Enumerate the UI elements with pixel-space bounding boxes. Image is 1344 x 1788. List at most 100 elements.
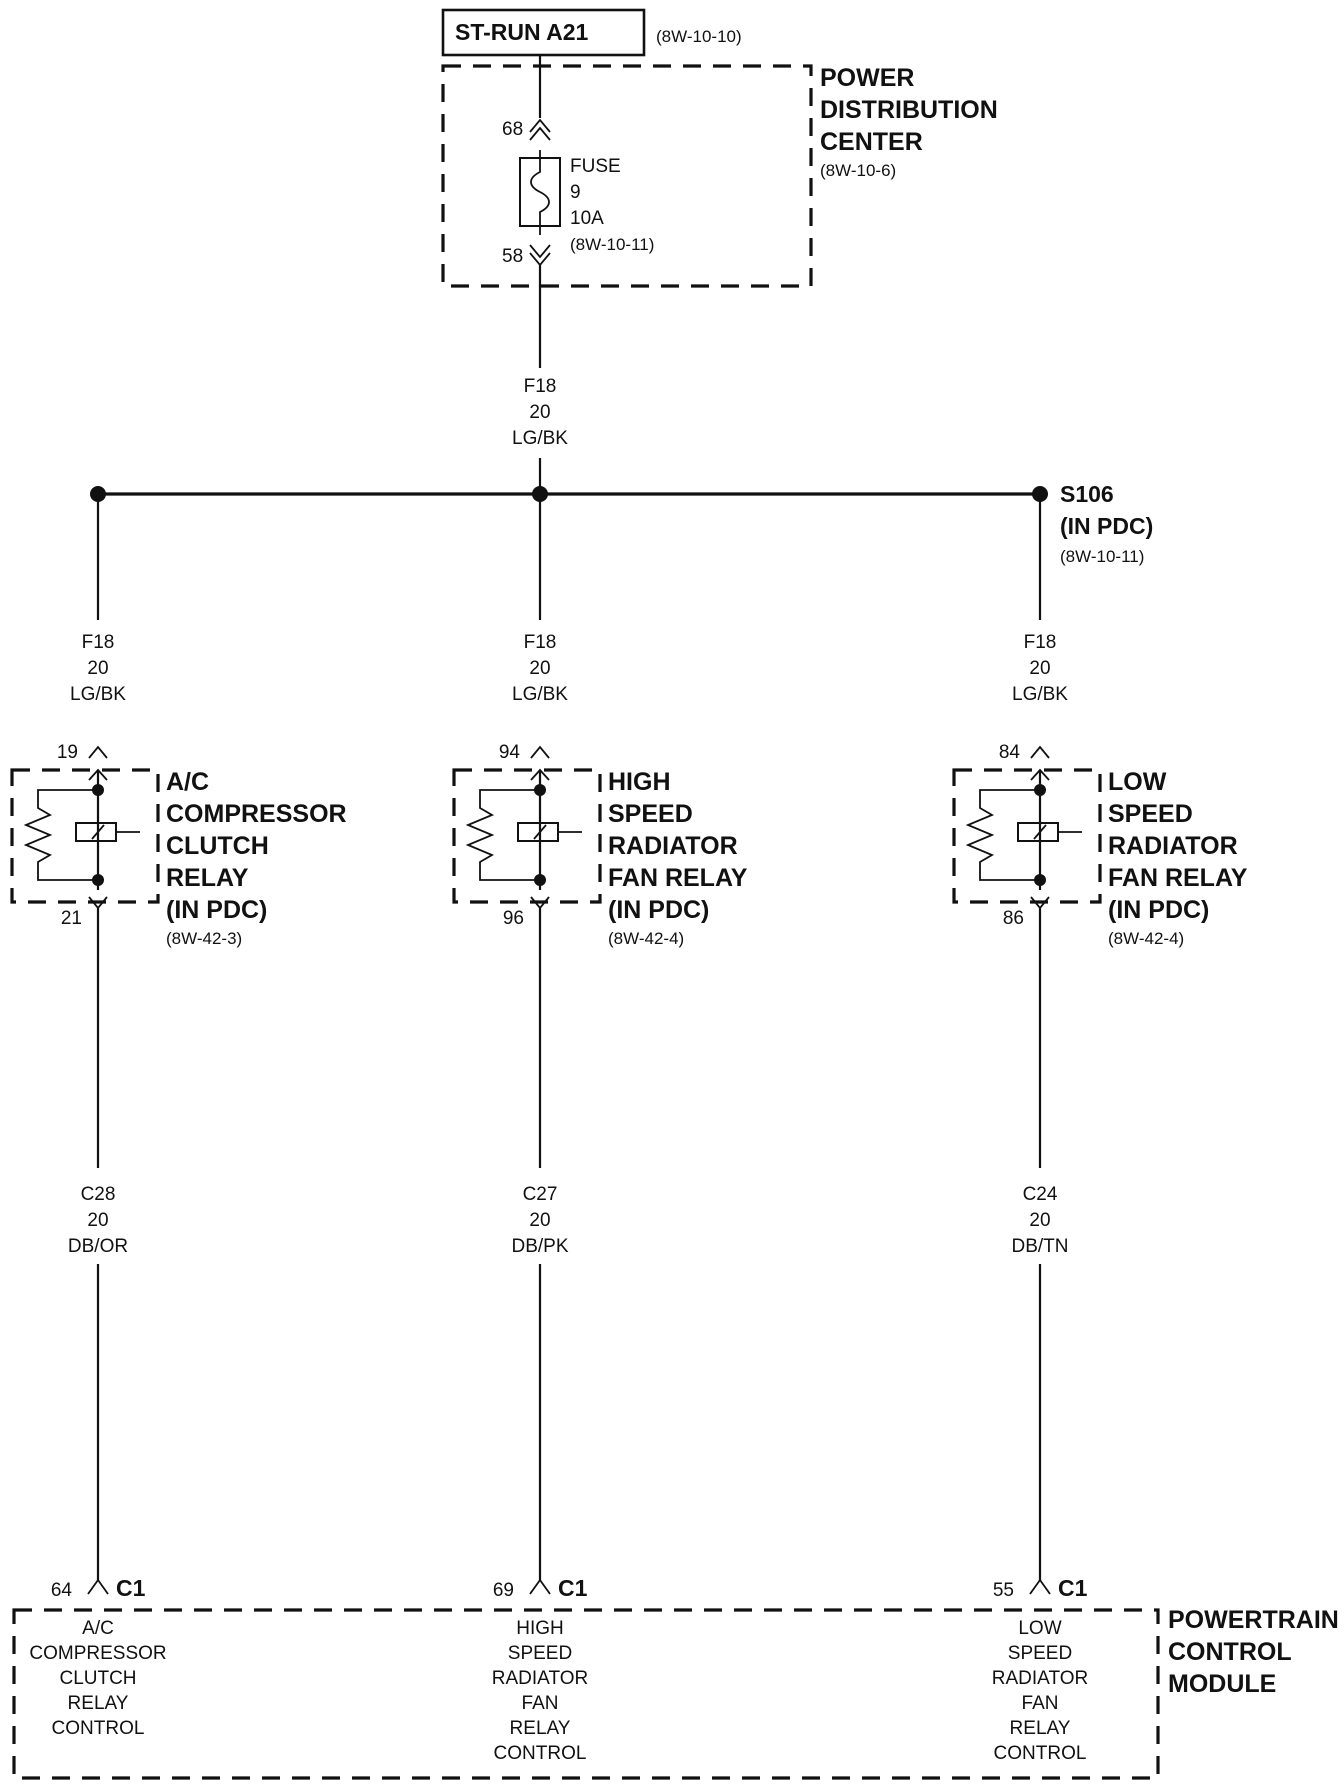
relay-box: [452, 768, 602, 904]
relay-pin-in-connector-icon: [530, 745, 550, 759]
feed-gauge: 20: [87, 658, 108, 679]
relay-coil-slash: [1033, 824, 1047, 840]
control-gauge: 20: [87, 1210, 108, 1231]
pcm-function-line: LOW: [1018, 1618, 1061, 1639]
relay-resistor-icon: [23, 789, 98, 881]
relay-ref: (8W-42-4): [1108, 929, 1184, 948]
relay-pin-out: 86: [1003, 908, 1024, 929]
relay-resistor-icon: [965, 789, 1040, 881]
pcm-connector: C1: [558, 1575, 588, 1601]
relay-name-line: RADIATOR: [608, 832, 738, 860]
relay-pin-in: 19: [57, 742, 78, 763]
pcm-title-line-3: MODULE: [1168, 1670, 1276, 1698]
relay-name-line: FAN RELAY: [608, 864, 748, 892]
feed-color: LG/BK: [512, 684, 568, 705]
relay-pin-in-connector-icon: [88, 745, 108, 759]
feed-circuit: F18: [524, 632, 557, 653]
pdc-title-line-1: POWER: [820, 64, 914, 92]
pdc-ref: (8W-10-6): [820, 161, 896, 180]
branch-ac-compressor-clutch: F1820LG/BK1921A/CCOMPRESSORCLUTCHRELAY(I…: [10, 494, 347, 1739]
source-ref: (8W-10-10): [656, 27, 742, 46]
pcm-connector: C1: [1058, 1575, 1088, 1601]
control-gauge: 20: [529, 1210, 550, 1231]
relay-pin-in: 94: [499, 742, 521, 763]
feed-gauge: 20: [1029, 658, 1050, 679]
pcm-function-line: FAN: [522, 1693, 559, 1714]
control-circuit: C28: [81, 1184, 116, 1205]
relay-name-line: (IN PDC): [1108, 896, 1209, 924]
pcm-function-line: CONTROL: [994, 1743, 1087, 1764]
relay-resistor-icon: [465, 789, 540, 881]
relay-name-line: LOW: [1108, 768, 1167, 796]
feed-circuit: F18: [1024, 632, 1057, 653]
fuse-line-3: 10A: [570, 208, 604, 229]
relay-coil-slash: [533, 824, 547, 840]
pcm-box: [12, 1608, 1160, 1780]
pdc-title-line-2: DISTRIBUTION: [820, 96, 998, 124]
feed-gauge: 20: [529, 658, 550, 679]
control-color: DB/OR: [68, 1236, 128, 1257]
relay-coil-icon: [75, 822, 117, 842]
relay-ref: (8W-42-3): [166, 929, 242, 948]
relay-name-line: CLUTCH: [166, 832, 269, 860]
feed-wire-gauge: 20: [529, 402, 550, 423]
control-color: DB/PK: [511, 1236, 568, 1257]
relay-name-line: HIGH: [608, 768, 671, 796]
splice-label: S106: [1060, 481, 1114, 507]
relay-ref: (8W-42-4): [608, 929, 684, 948]
control-circuit: C24: [1023, 1184, 1058, 1205]
pdc-pin-out-connector-icon: [529, 244, 551, 267]
pcm-function-line: RADIATOR: [992, 1668, 1088, 1689]
relay-pin-out: 21: [61, 908, 82, 929]
fuse-line-2: 9: [570, 182, 581, 203]
relay-name-line: RADIATOR: [1108, 832, 1238, 860]
pcm-function-line: RELAY: [1010, 1718, 1071, 1739]
relay-name-line: A/C: [166, 768, 209, 796]
relay-pin-in-connector-icon: [1030, 745, 1050, 759]
relay-name-line: RELAY: [166, 864, 249, 892]
pcm-pin: 69: [493, 1580, 514, 1601]
pcm-connector-icon: [1029, 1578, 1051, 1595]
pcm-function-line: A/C: [82, 1618, 114, 1639]
feed-circuit: F18: [82, 632, 115, 653]
relay-coil-slash: [91, 824, 105, 840]
relay-name-line: (IN PDC): [608, 896, 709, 924]
pcm-function-line: COMPRESSOR: [29, 1643, 166, 1664]
source-box: [441, 8, 646, 57]
relay-name-line: SPEED: [1108, 800, 1193, 828]
pcm-function-line: SPEED: [508, 1643, 572, 1664]
splice-ref: (8W-10-11): [1060, 547, 1144, 566]
source-label: ST-RUN A21: [455, 19, 589, 45]
relay-box: [10, 768, 160, 904]
pcm-function-line: RELAY: [68, 1693, 129, 1714]
pcm-title-line-1: POWERTRAIN: [1168, 1606, 1339, 1634]
pcm-function-line: SPEED: [1008, 1643, 1072, 1664]
pcm-pin: 55: [993, 1580, 1014, 1601]
pcm-function-line: FAN: [1022, 1693, 1059, 1714]
relay-name-line: (IN PDC): [166, 896, 267, 924]
pcm-title-line-2: CONTROL: [1168, 1638, 1292, 1666]
pcm-function-line: CLUTCH: [59, 1668, 136, 1689]
relay-coil-icon: [517, 822, 559, 842]
pcm-pin: 64: [51, 1580, 73, 1601]
pcm-connector-icon: [529, 1578, 551, 1595]
fuse-icon: [530, 150, 550, 235]
pcm-connector: C1: [116, 1575, 146, 1601]
control-circuit: C27: [523, 1184, 558, 1205]
control-gauge: 20: [1029, 1210, 1050, 1231]
relay-pin-out: 96: [503, 908, 524, 929]
pcm-function-line: HIGH: [516, 1618, 564, 1639]
pcm-function-line: RADIATOR: [492, 1668, 588, 1689]
feed-wire-circuit: F18: [524, 376, 557, 397]
pdc-pin-in: 68: [502, 119, 523, 140]
pcm-function-line: RELAY: [510, 1718, 571, 1739]
fuse-line-1: FUSE: [570, 156, 621, 177]
relay-name-line: SPEED: [608, 800, 693, 828]
relay-box: [952, 768, 1102, 904]
splice-location: (IN PDC): [1060, 513, 1153, 539]
pcm-function-line: CONTROL: [494, 1743, 587, 1764]
pdc-box: [441, 64, 813, 288]
